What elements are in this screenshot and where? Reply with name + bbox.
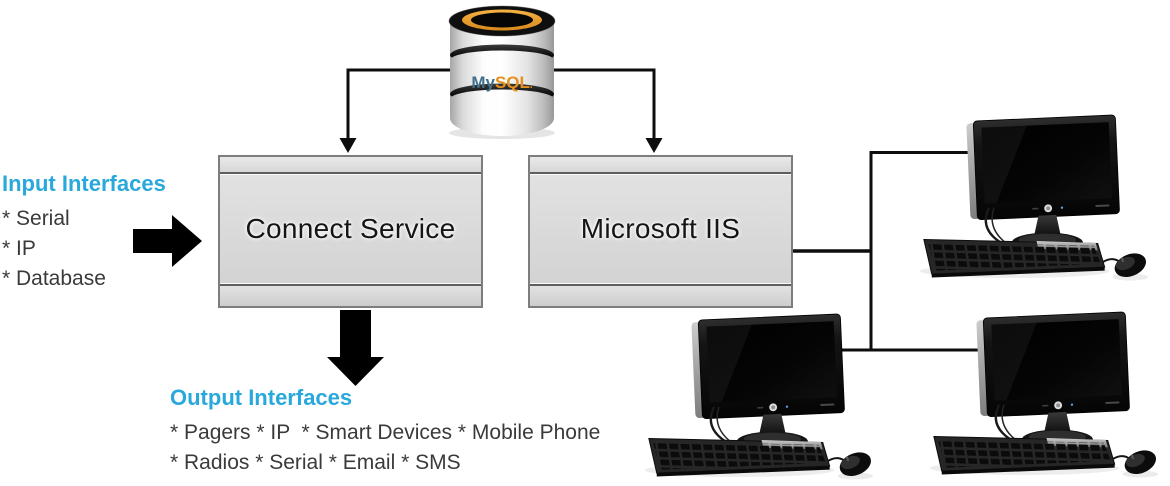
input-item-ip: * IP [2, 237, 36, 260]
network-lines [791, 151, 1002, 352]
mysql-to-connect-service-connector [346, 68, 452, 139]
node-top-strip [220, 157, 481, 174]
mysql-logo-sql: SQL [495, 73, 530, 92]
output-interfaces-heading: Output Interfaces [170, 385, 353, 410]
arrowhead-microsoft-iis [645, 138, 663, 153]
node-top-strip [530, 157, 791, 174]
output-line-2: * Radios * Serial * Email * SMS [170, 451, 461, 474]
input-interfaces-block: Input Interfaces * Serial * IP * Databas… [2, 172, 166, 294]
mysql-database-icon: MySQL. [448, 5, 556, 139]
mysql-to-iis-connector [552, 68, 656, 139]
connect-service-label: Connect Service [245, 213, 456, 244]
input-interfaces-heading: Input Interfaces [2, 171, 166, 196]
arrowhead-connect-service [339, 138, 357, 153]
mysql-logo-dot: . [530, 80, 533, 91]
mysql-logo-my: My [471, 73, 495, 92]
node-connect-service: Connect Service [218, 155, 483, 308]
node-bottom-strip [220, 284, 481, 306]
input-item-serial: * Serial [2, 207, 70, 230]
output-interfaces-block: Output Interfaces * Pagers * IP * Smart … [170, 386, 600, 478]
microsoft-iis-label: Microsoft IIS [580, 213, 741, 244]
output-line-1: * Pagers * IP * Smart Devices * Mobile P… [170, 421, 601, 444]
desktop-workstation-icon-1 [912, 113, 1159, 286]
desktop-workstation-icon-3 [922, 310, 1169, 483]
node-microsoft-iis: Microsoft IIS [528, 155, 793, 308]
input-arrow-icon [133, 215, 202, 267]
desktop-workstation-icon-2 [637, 312, 884, 485]
mysql-logo: MySQL. [471, 73, 533, 92]
input-item-database: * Database [2, 267, 106, 290]
output-arrow-icon [327, 310, 384, 386]
node-bottom-strip [530, 284, 791, 306]
